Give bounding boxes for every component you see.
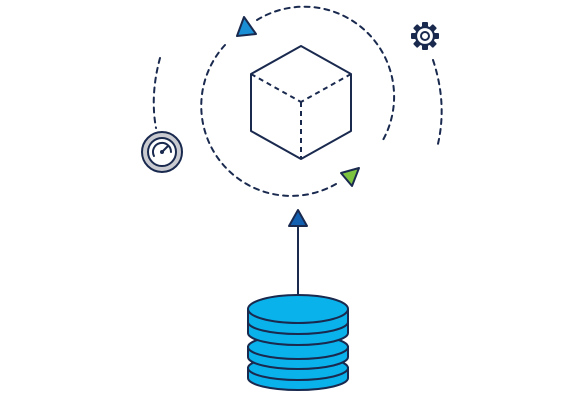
database-to-cube-arrow [288,209,308,296]
database-icon [247,294,349,391]
cycle-ring [200,5,396,197]
gear-icon [411,22,439,50]
left-dashed-arc [152,57,161,129]
cycle-ring-path [256,5,396,141]
cycle-arrow-green [340,167,360,187]
right-dashed-arc [432,59,443,149]
cycle-arrow-blue [236,16,257,37]
speedometer-icon [141,131,183,173]
cube-icon [250,45,352,160]
